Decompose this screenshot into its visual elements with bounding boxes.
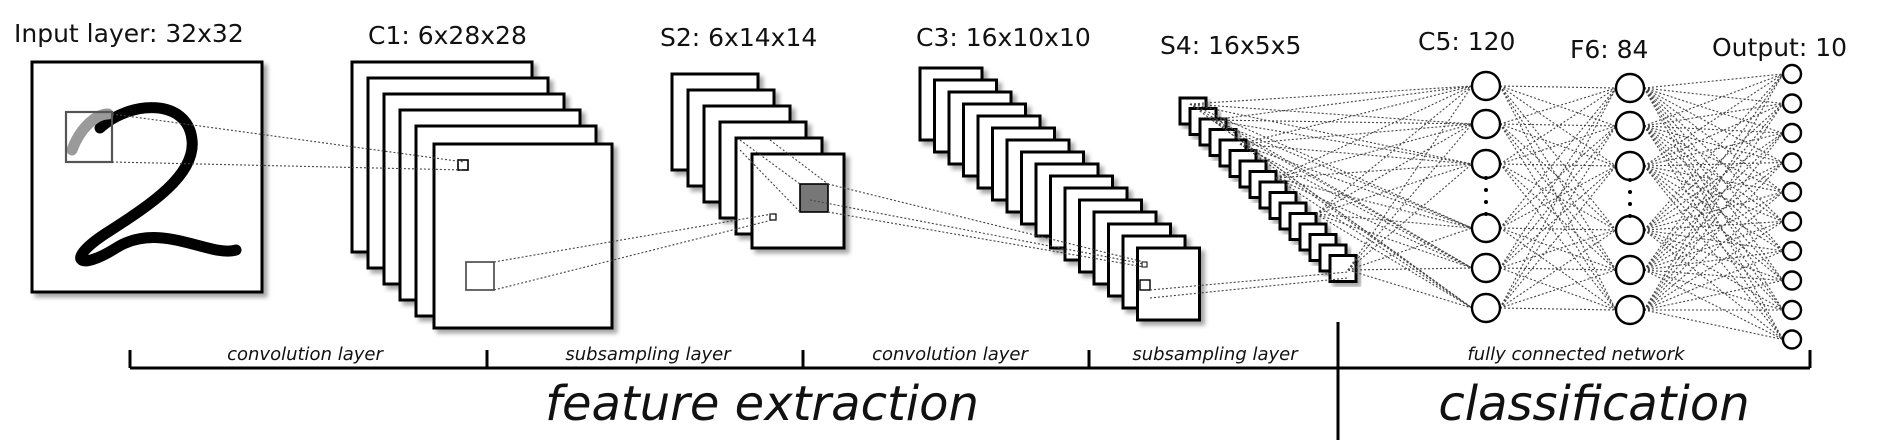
f6-neuron-5	[1614, 254, 1646, 286]
c5-ellipsis-dot	[1484, 212, 1488, 216]
c3-layer-title: C3: 16x10x10	[916, 23, 1091, 52]
s4-feature-maps	[1178, 96, 1358, 283]
c5-neuron-4	[1470, 212, 1502, 244]
s4-map-16	[1328, 254, 1358, 283]
input-image	[30, 60, 264, 294]
bottom-brackets	[128, 322, 1812, 440]
s4-layer-title: S4: 16x5x5	[1160, 31, 1301, 60]
c3-receptive-field	[1139, 279, 1151, 291]
output-neuron-6	[1781, 211, 1803, 232]
group-feature-extraction: feature extraction	[545, 376, 979, 432]
c5-neuron-2	[1470, 108, 1502, 140]
c5-neuron-1	[1470, 70, 1502, 102]
c5-neuron-6	[1470, 292, 1502, 324]
fc-connections	[1499, 73, 1784, 341]
c1-unit	[457, 159, 469, 171]
f6-ellipsis-dot	[1628, 214, 1632, 218]
f6-neuron-2	[1614, 110, 1646, 142]
input-receptive-field	[64, 110, 114, 164]
f6-neurons	[1614, 72, 1646, 326]
output-neuron-8	[1781, 270, 1803, 291]
section-subsampling-2: subsampling layer	[1132, 344, 1299, 365]
section-convolution-1: convolution layer	[227, 344, 384, 365]
c5-neurons	[1470, 70, 1502, 324]
output-neuron-4	[1781, 152, 1803, 173]
s2-layer-title: S2: 6x14x14	[660, 23, 817, 52]
s2-map-6	[750, 152, 846, 250]
f6-ellipsis-dot	[1628, 202, 1632, 206]
c1-layer-title: C1: 6x28x28	[368, 21, 527, 50]
c3-unit	[1141, 261, 1148, 268]
section-fully-connected: fully connected network	[1467, 344, 1686, 365]
receptive-field-stroke	[66, 108, 114, 156]
f6-neuron-6	[1614, 294, 1646, 326]
f6-ellipsis-dot	[1628, 190, 1632, 194]
output-neuron-9	[1781, 299, 1803, 321]
input-layer-title: Input layer: 32x32	[14, 19, 244, 48]
output-neuron-3	[1781, 122, 1803, 144]
c3-feature-maps	[918, 66, 1201, 322]
f6-neuron-4	[1614, 214, 1646, 246]
f6-ellipsis-dot	[1628, 178, 1632, 182]
section-subsampling-1: subsampling layer	[565, 344, 732, 365]
f6-neuron-1	[1614, 72, 1646, 104]
c5-neuron-5	[1470, 252, 1502, 284]
c5-neuron-3	[1470, 148, 1502, 180]
c1-receptive-field	[465, 261, 495, 291]
f6-neuron-3	[1614, 150, 1646, 182]
digit-two-stroke	[75, 102, 242, 267]
output-neurons	[1781, 63, 1803, 350]
s2-receptive-field	[799, 183, 829, 213]
s2-unit	[769, 213, 777, 221]
c5-ellipsis-dot	[1484, 200, 1488, 204]
s2-feature-maps	[670, 72, 846, 250]
input-frame	[30, 60, 264, 294]
output-neuron-1	[1781, 63, 1803, 85]
c5-layer-title: C5: 120	[1418, 27, 1515, 56]
group-classification: classification	[1438, 376, 1749, 432]
output-neuron-7	[1781, 240, 1803, 262]
c5-ellipsis-dot	[1484, 176, 1488, 180]
c5-ellipsis-dot	[1484, 188, 1488, 192]
output-layer-title: Output: 10	[1712, 33, 1847, 62]
f6-layer-title: F6: 84	[1570, 35, 1648, 64]
output-neuron-5	[1781, 181, 1803, 203]
output-neuron-10	[1781, 329, 1803, 350]
c1-feature-maps	[350, 60, 614, 330]
feature-connections	[111, 85, 1473, 309]
section-convolution-2: convolution layer	[872, 344, 1029, 365]
output-neuron-2	[1781, 93, 1803, 114]
c1-map-6	[432, 142, 614, 330]
